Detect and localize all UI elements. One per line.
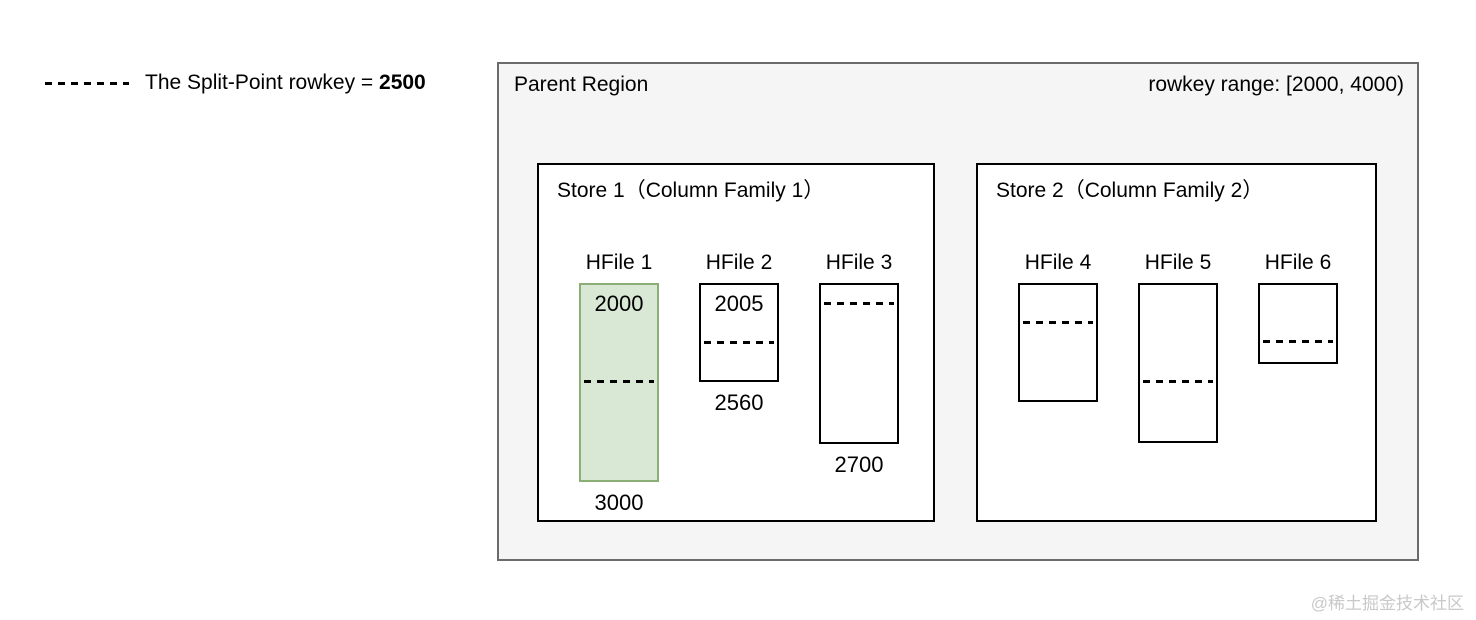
hfile-1-box: 2000	[579, 283, 659, 482]
hfile-4-label: HFile 4	[1024, 251, 1092, 274]
hfile-2-column: HFile 2 2005 2560	[699, 250, 779, 416]
hfile-3-end-rowkey: 2700	[834, 452, 884, 477]
hfile-3-box	[819, 283, 899, 444]
hfile-1-end-rowkey: 3000	[594, 490, 644, 515]
hfile-3-label: HFile 3	[825, 251, 893, 274]
dashed-line-icon	[45, 81, 129, 85]
split-point-dash-line	[1263, 340, 1333, 343]
split-point-dash-line	[704, 341, 774, 344]
split-point-value: 2500	[379, 71, 426, 94]
hfile-2-end-rowkey: 2560	[714, 390, 764, 415]
split-point-dash-line	[584, 380, 654, 383]
rowkey-range-label: rowkey range: [2000, 4000)	[1148, 73, 1404, 96]
hfile-4-box	[1018, 283, 1098, 402]
hfile-3-column: HFile 3 2700	[819, 250, 899, 478]
hfile-1-column: HFile 1 2000 3000	[579, 250, 659, 516]
split-point-dash-line	[1143, 380, 1213, 383]
hfile-2-box: 2005	[699, 283, 779, 382]
hfile-2-start-rowkey: 2005	[714, 291, 764, 316]
hfile-6-box	[1258, 283, 1338, 364]
store-2-title: Store 2（Column Family 2）	[996, 179, 1264, 202]
hfile-1-start-rowkey: 2000	[594, 291, 644, 316]
hfile-2-label: HFile 2	[705, 251, 773, 274]
legend-label: The Split-Point rowkey = 2500	[145, 71, 426, 95]
hfile-5-box	[1138, 283, 1218, 443]
store-2-box: Store 2（Column Family 2） HFile 4 HFile 5…	[976, 163, 1377, 522]
hfile-1-label: HFile 1	[585, 251, 653, 274]
hfile-4-column: HFile 4	[1018, 250, 1098, 402]
hfile-6-column: HFile 6	[1258, 250, 1338, 364]
split-point-dash-line	[824, 302, 894, 305]
watermark: @稀土掘金技术社区	[1310, 594, 1464, 613]
legend-label-prefix: The Split-Point rowkey =	[145, 71, 380, 94]
store-1-box: Store 1（Column Family 1） HFile 1 2000 30…	[537, 163, 935, 522]
store-1-title: Store 1（Column Family 1）	[557, 179, 825, 202]
hfile-5-column: HFile 5	[1138, 250, 1218, 443]
hfile-5-label: HFile 5	[1144, 251, 1212, 274]
parent-region-box: Parent Region rowkey range: [2000, 4000)…	[497, 62, 1419, 561]
hfile-6-label: HFile 6	[1264, 251, 1332, 274]
split-point-dash-line	[1023, 321, 1093, 324]
split-point-legend: The Split-Point rowkey = 2500	[45, 68, 426, 98]
parent-region-title: Parent Region	[514, 73, 649, 96]
